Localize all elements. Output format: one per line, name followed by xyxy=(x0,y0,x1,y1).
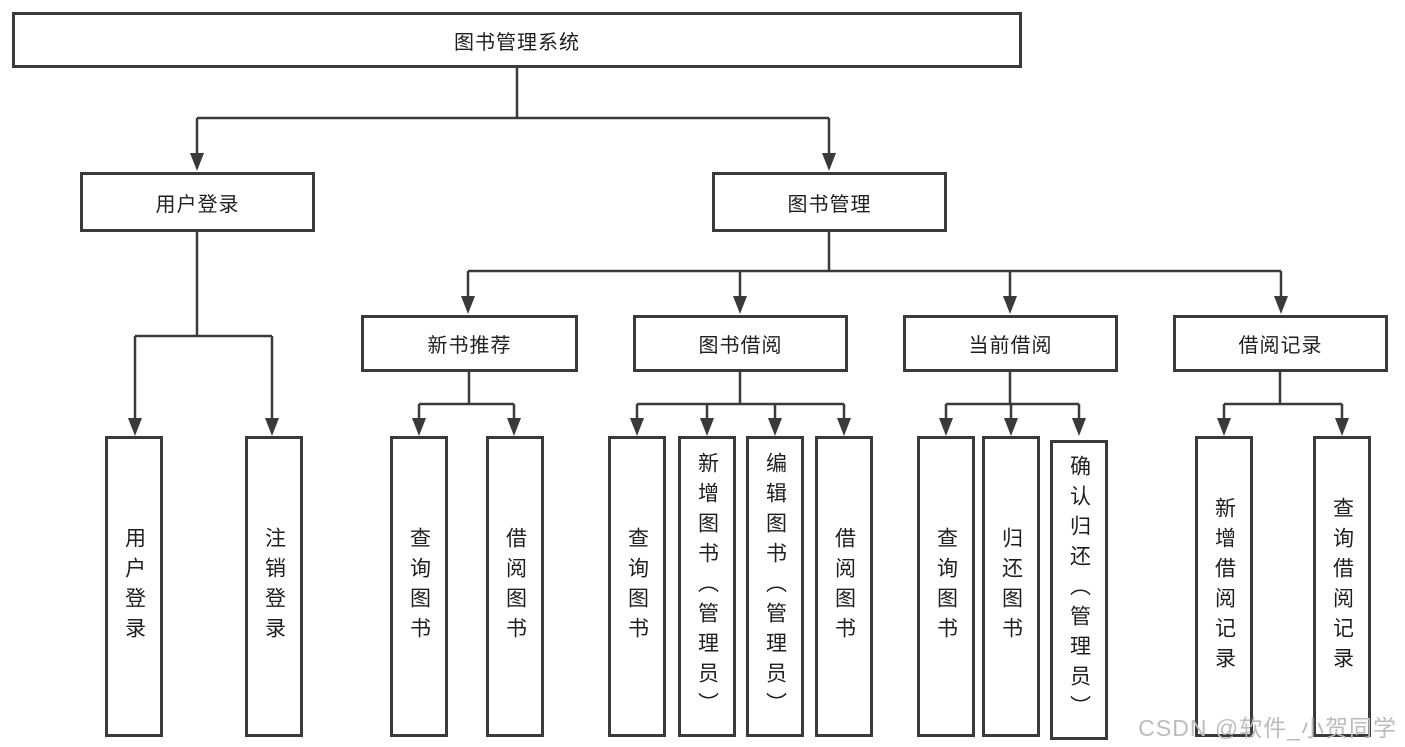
csdn-watermark: CSDN @软件_小贺同学 xyxy=(1138,715,1397,741)
node-borrow-books-recommend: 借阅图书 xyxy=(486,436,544,737)
arrowhead-icons xyxy=(128,153,1349,436)
node-user-login-action: 用户登录 xyxy=(105,436,163,737)
node-query-books-recommend-label: 查询图书 xyxy=(407,526,431,647)
node-return-book: 归还图书 xyxy=(982,436,1040,737)
node-logout-label: 注销登录 xyxy=(262,526,286,647)
node-user-login-label: 用户登录 xyxy=(155,193,240,216)
node-borrow-records: 借阅记录 xyxy=(1173,315,1388,372)
node-return-book-label: 归还图书 xyxy=(999,526,1023,647)
node-add-borrow-record-label: 新增借阅记录 xyxy=(1212,496,1236,677)
node-new-book-recommend-label: 新书推荐 xyxy=(427,335,512,357)
node-current-borrow-label: 当前借阅 xyxy=(968,335,1053,357)
node-book-management-label: 图书管理 xyxy=(787,193,872,216)
node-current-borrow: 当前借阅 xyxy=(903,315,1118,372)
node-query-borrow-record-label: 查询借阅记录 xyxy=(1330,496,1354,677)
node-edit-book-admin: 编辑图书（管理员） xyxy=(746,436,804,737)
node-new-book-recommend: 新书推荐 xyxy=(361,315,578,372)
node-root-label: 图书管理系统 xyxy=(454,31,580,54)
node-query-books-recommend: 查询图书 xyxy=(390,436,448,737)
node-book-management: 图书管理 xyxy=(712,172,947,232)
node-confirm-return-admin: 确认归还（管理员） xyxy=(1050,440,1108,740)
node-query-books-current-label: 查询图书 xyxy=(934,526,958,647)
node-borrow-books-recommend-label: 借阅图书 xyxy=(503,526,527,647)
node-root: 图书管理系统 xyxy=(12,12,1022,68)
node-add-borrow-record: 新增借阅记录 xyxy=(1195,436,1253,737)
node-edit-book-admin-label: 编辑图书（管理员） xyxy=(763,451,787,722)
node-borrow-records-label: 借阅记录 xyxy=(1238,335,1323,357)
node-book-borrow-label: 图书借阅 xyxy=(698,335,783,357)
node-user-login: 用户登录 xyxy=(80,172,315,232)
node-borrow-books: 借阅图书 xyxy=(815,436,873,737)
node-logout: 注销登录 xyxy=(245,436,303,737)
node-query-books-current: 查询图书 xyxy=(917,436,975,737)
node-book-borrow: 图书借阅 xyxy=(633,315,848,372)
node-borrow-books-label: 借阅图书 xyxy=(832,526,856,647)
node-add-book-admin: 新增图书（管理员） xyxy=(678,436,736,737)
node-query-books-borrow-label: 查询图书 xyxy=(625,526,649,647)
node-query-books-borrow: 查询图书 xyxy=(608,436,666,737)
node-add-book-admin-label: 新增图书（管理员） xyxy=(695,451,719,722)
node-query-borrow-record: 查询借阅记录 xyxy=(1313,436,1371,737)
node-confirm-return-admin-label: 确认归还（管理员） xyxy=(1067,455,1091,725)
node-user-login-action-label: 用户登录 xyxy=(122,526,146,647)
